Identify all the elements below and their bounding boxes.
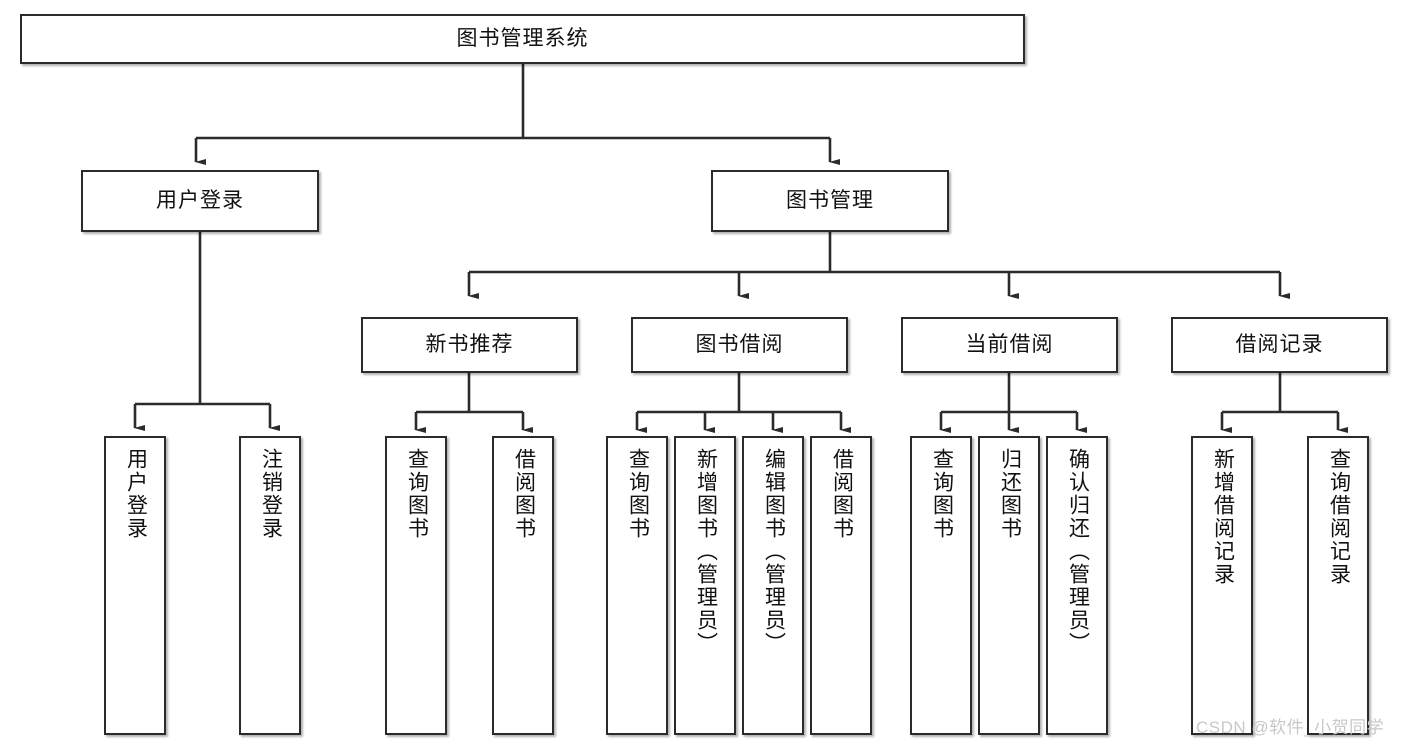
leaf-borrow-record-add[interactable]: 新增借阅记录 [1191, 436, 1253, 735]
leaf-label: 编辑图书（管理员） [762, 448, 786, 655]
node-book-borrow-label: 图书借阅 [695, 333, 784, 357]
leaf-label: 借阅图书 [830, 448, 854, 540]
node-root[interactable]: 图书管理系统 [20, 14, 1025, 64]
leaf-label: 注销登录 [259, 448, 283, 540]
node-new-book-recommend[interactable]: 新书推荐 [361, 317, 578, 373]
node-root-label: 图书管理系统 [456, 27, 589, 51]
leaf-new-book-query[interactable]: 查询图书 [385, 436, 447, 735]
leaf-book-borrow-edit[interactable]: 编辑图书（管理员） [742, 436, 804, 735]
leaf-new-book-borrow[interactable]: 借阅图书 [492, 436, 554, 735]
leaf-user-login-login[interactable]: 用户登录 [104, 436, 166, 735]
leaf-current-borrow-return[interactable]: 归还图书 [978, 436, 1040, 735]
leaf-label: 借阅图书 [512, 448, 536, 540]
node-new-book-recommend-label: 新书推荐 [425, 333, 514, 357]
leaf-label: 确认归还（管理员） [1066, 448, 1090, 655]
leaf-label: 查询借阅记录 [1327, 448, 1351, 586]
leaf-current-borrow-confirm[interactable]: 确认归还（管理员） [1046, 436, 1108, 735]
node-current-borrow[interactable]: 当前借阅 [901, 317, 1118, 373]
leaf-label: 查询图书 [626, 448, 650, 540]
leaf-book-borrow-query[interactable]: 查询图书 [606, 436, 668, 735]
leaf-label: 用户登录 [124, 448, 148, 540]
leaf-book-borrow-borrow[interactable]: 借阅图书 [810, 436, 872, 735]
node-book-manage[interactable]: 图书管理 [711, 170, 949, 232]
leaf-label: 查询图书 [405, 448, 429, 540]
node-current-borrow-label: 当前借阅 [965, 333, 1054, 357]
leaf-current-borrow-query[interactable]: 查询图书 [910, 436, 972, 735]
leaf-label: 新增借阅记录 [1211, 448, 1235, 586]
leaf-user-login-logout[interactable]: 注销登录 [239, 436, 301, 735]
node-user-login[interactable]: 用户登录 [81, 170, 319, 232]
leaf-label: 归还图书 [998, 448, 1022, 540]
leaf-label: 查询图书 [930, 448, 954, 540]
node-book-manage-label: 图书管理 [786, 189, 874, 213]
leaf-label: 新增图书（管理员） [694, 448, 718, 655]
node-borrow-record[interactable]: 借阅记录 [1171, 317, 1388, 373]
leaf-borrow-record-query[interactable]: 查询借阅记录 [1307, 436, 1369, 735]
leaf-book-borrow-add[interactable]: 新增图书（管理员） [674, 436, 736, 735]
node-borrow-record-label: 借阅记录 [1235, 333, 1324, 357]
node-book-borrow[interactable]: 图书借阅 [631, 317, 848, 373]
node-user-login-label: 用户登录 [156, 189, 244, 213]
